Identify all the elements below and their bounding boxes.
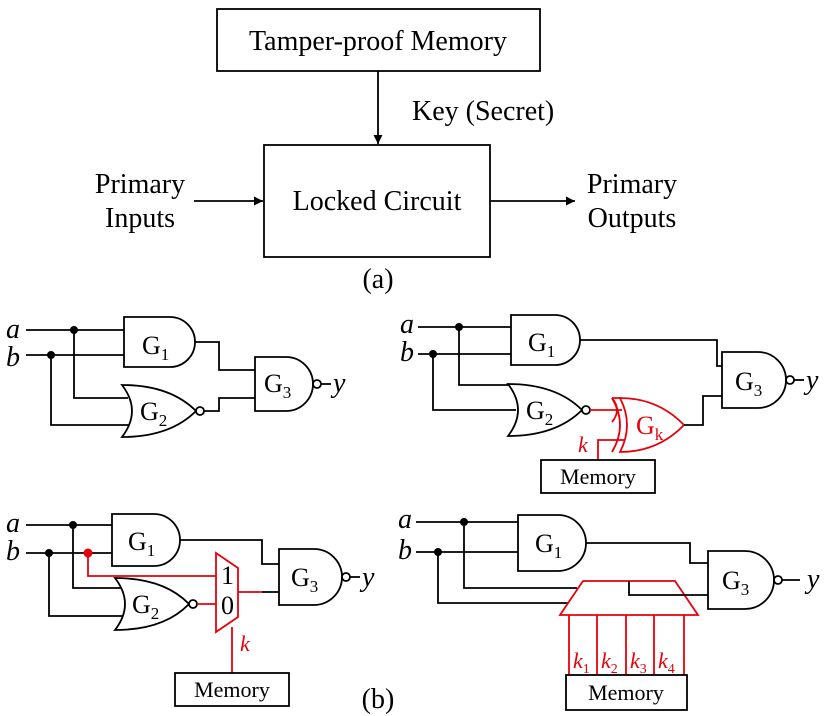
key-k3-label: k3 <box>630 648 647 677</box>
junction-dot <box>434 548 442 556</box>
input-a-label: a <box>398 504 412 535</box>
junction-dot <box>45 549 53 557</box>
gate-g2-label: G2 <box>132 590 159 623</box>
memory-label: Memory <box>194 677 270 702</box>
key-k2-label: k2 <box>601 648 618 677</box>
caption-b: (b) <box>362 684 395 715</box>
output-y-label: y <box>330 368 346 399</box>
memory-box <box>174 672 290 707</box>
internal-wires <box>180 539 279 593</box>
mux-input-1-label: 1 <box>221 561 234 590</box>
gate-g2-label: G2 <box>140 397 167 430</box>
output-y-label: y <box>803 365 819 396</box>
xor-locked-circuit: a b G1 G2 Gk k Memory G3 y <box>400 309 819 494</box>
key-k4-label: k4 <box>658 648 675 677</box>
original-circuit: a b G1 G2 G3 y <box>6 314 346 438</box>
key-k-label: k <box>240 631 251 656</box>
key-wires <box>568 615 685 675</box>
tamper-proof-memory-label: Tamper-proof Memory <box>249 26 507 57</box>
locked-circuit-label: Locked Circuit <box>293 186 462 217</box>
junction-dot <box>455 323 463 331</box>
inverter-bubble <box>195 406 205 416</box>
gate-g1-label: G1 <box>528 328 555 361</box>
memory-box <box>565 674 688 711</box>
gate-g1-and <box>517 514 587 572</box>
caption-a: (a) <box>362 264 393 295</box>
gate-g2-label: G2 <box>526 396 553 429</box>
internal-wires <box>586 542 708 596</box>
junction-dot <box>69 521 77 529</box>
mux <box>215 551 239 634</box>
gate-gk-xor <box>618 397 686 453</box>
internal-wires <box>195 341 255 412</box>
block-diagram: Tamper-proof Memory Key (Secret) Locked … <box>95 8 677 295</box>
xor-back-arc <box>611 397 622 453</box>
memory-label: Memory <box>560 464 636 489</box>
inverter-bubble <box>581 405 591 415</box>
input-b-label: b <box>6 342 20 373</box>
locked-circuit-box <box>263 144 491 258</box>
primary-inputs-label-line2: Inputs <box>105 203 175 234</box>
gate-g2-nor <box>506 383 584 437</box>
input-wires <box>418 326 516 411</box>
tamper-proof-memory-box <box>216 8 541 72</box>
key-label: Key (Secret) <box>412 96 554 127</box>
gate-g1-and <box>510 314 581 366</box>
inverter-bubble <box>773 575 783 585</box>
primary-outputs-label-line2: Outputs <box>588 203 677 234</box>
key-wire <box>597 439 625 460</box>
inverter-bubble <box>312 379 322 389</box>
junction-dot <box>70 326 78 334</box>
mux-input-0-label: 0 <box>221 591 234 620</box>
input-wires <box>26 329 130 426</box>
mux-input-1-wire <box>87 553 216 577</box>
input-b-label: b <box>6 536 20 567</box>
input-b-label: b <box>398 535 412 566</box>
output-y-label: y <box>804 564 820 595</box>
inverter-bubble <box>188 599 198 609</box>
gate-g3-label: G3 <box>291 563 318 596</box>
primary-outputs-label-line1: Primary <box>587 169 677 200</box>
gate-g3-label: G3 <box>735 367 762 400</box>
key-k1-label: k1 <box>573 648 590 677</box>
gate-g1-label: G1 <box>142 331 169 364</box>
gate-gk-label: Gk <box>636 411 664 444</box>
gate-g2-nor <box>113 577 191 631</box>
output-y-label: y <box>359 562 375 593</box>
lookup-table <box>558 580 700 616</box>
memory-box <box>540 459 656 494</box>
key-k-label: k <box>578 432 589 457</box>
inverter-bubble <box>341 572 351 582</box>
gate-g1-and <box>111 513 181 567</box>
memory-label: Memory <box>588 680 664 705</box>
input-b-label: b <box>400 337 414 368</box>
mux-locked-circuit: a b G1 G2 1 0 k Memory G3 y <box>6 508 375 707</box>
input-a-label: a <box>6 314 20 345</box>
input-a-label: a <box>6 508 20 539</box>
gate-g2-nor <box>120 384 198 438</box>
gate-g1-and <box>123 316 196 368</box>
junction-dot <box>47 351 55 359</box>
gate-g3-label: G3 <box>722 566 749 599</box>
gate-g3-label: G3 <box>264 369 291 402</box>
input-wires <box>26 524 123 617</box>
gate-g1-label: G1 <box>128 527 155 560</box>
gate-g1-label: G1 <box>535 529 562 562</box>
primary-inputs-label-line1: Primary <box>95 169 185 200</box>
junction-dot <box>429 350 437 358</box>
internal-wires <box>580 339 722 426</box>
input-a-label: a <box>400 309 414 340</box>
junction-dot <box>460 518 468 526</box>
inverter-bubble <box>785 375 795 385</box>
lut-locked-circuit: a b G1 k1 k2 k3 k4 Memory G3 y <box>398 504 820 711</box>
